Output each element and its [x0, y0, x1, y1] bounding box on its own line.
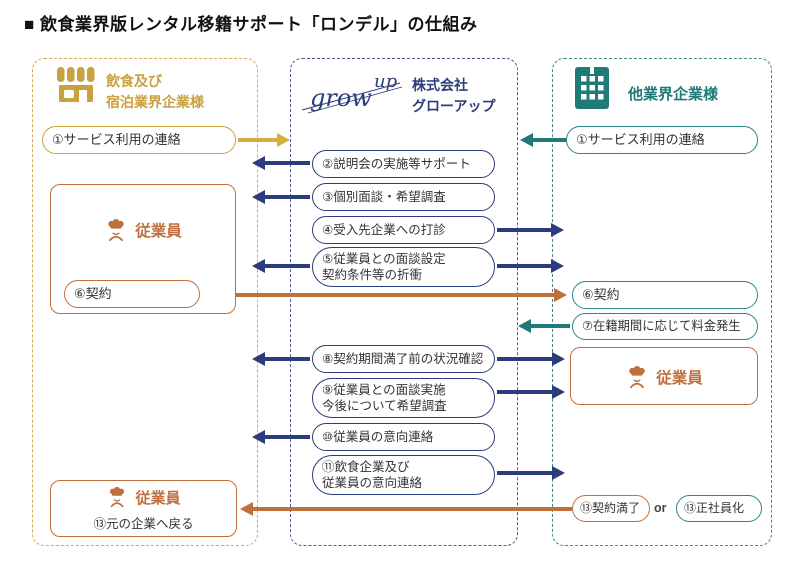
arrow-step13-return: [240, 502, 572, 516]
arrow-step3-left: [252, 190, 310, 204]
arrow-step1-from-food: [238, 133, 290, 147]
pill-fulltime: ⑬正社員化: [676, 495, 762, 522]
growup-script-logo: grow up: [300, 68, 408, 118]
logo-grow-text: grow: [310, 84, 372, 112]
panel-other-industry: [552, 58, 772, 546]
employee-label: 従業員: [135, 489, 181, 507]
pill-service-contact-left: ①サービス利用の連絡: [42, 126, 236, 154]
storefront-icon: [57, 67, 95, 102]
pill-step11: ⑪飲食企業及び 従業員の意向連絡: [312, 455, 495, 495]
pill-step5: ⑤従業員との面談設定 契約条件等の折衝: [312, 247, 495, 287]
arrow-step2-left: [252, 156, 310, 170]
employee-label: 従業員: [656, 370, 703, 387]
pill-contract-right: ⑥契約: [572, 281, 758, 309]
arrow-step6-contract: [202, 288, 567, 302]
employee-row: 従業員: [571, 364, 757, 390]
page-title: ■ 飲食業界版レンタル移籍サポート「ロンデル」の仕組み: [24, 15, 478, 34]
pill-service-contact-right: ①サービス利用の連絡: [566, 126, 758, 154]
arrow-step7-fee: [518, 319, 570, 333]
pill-step2: ②説明会の実施等サポート: [312, 150, 495, 178]
pill-contract-left: ⑥契約: [64, 280, 200, 308]
panel-growup-company: [290, 58, 518, 546]
return-note: ⑬元の企業へ戻る: [93, 517, 194, 531]
left-header-label: 飲食及び 宿泊業界企業様: [106, 73, 204, 110]
arrow-step5-left: [252, 259, 310, 273]
chef-icon: [629, 366, 645, 389]
or-label: or: [654, 501, 667, 515]
pill-step9: ⑨従業員との面談実施 今後について希望調査: [312, 378, 495, 418]
employee-box-left: 従業員 ⑥契約: [50, 184, 236, 314]
arrow-step1-from-other: [520, 133, 568, 147]
arrow-step8-left: [252, 352, 310, 366]
arrow-step5-right: [497, 259, 564, 273]
company-name-label: 株式会社 グローアップ: [412, 77, 496, 114]
employee-row: 従業員: [51, 217, 235, 243]
panel-food-industry: [32, 58, 258, 546]
logo-flourish: [301, 82, 403, 114]
employee-label: 従業員: [135, 223, 182, 240]
pill-step8: ⑧契約期間満了前の状況確認: [312, 345, 495, 373]
arrow-step8-right: [497, 352, 565, 366]
pill-step10: ⑩従業員の意向連絡: [312, 423, 495, 451]
employee-box-right: 従業員: [570, 347, 758, 405]
office-building-icon: [575, 67, 609, 109]
arrow-step4-right: [497, 223, 564, 237]
arrow-step11-right: [497, 466, 565, 480]
right-header-label: 他業界企業様: [628, 86, 719, 103]
employee-return-box: 従業員 ⑬元の企業へ戻る: [50, 480, 237, 537]
pill-contract-end: ⑬契約満了: [572, 495, 650, 522]
chef-icon: [108, 219, 124, 242]
pill-fee: ⑦在籍期間に応じて料金発生: [572, 313, 758, 340]
employee-row: 従業員: [51, 485, 236, 509]
pill-step4: ④受入先企業への打診: [312, 216, 495, 244]
arrow-step10-left: [252, 430, 310, 444]
pill-step3: ③個別面談・希望調査: [312, 183, 495, 211]
arrow-step9-right: [497, 385, 565, 399]
logo-up-text: up: [374, 71, 398, 92]
chef-icon: [110, 486, 125, 508]
